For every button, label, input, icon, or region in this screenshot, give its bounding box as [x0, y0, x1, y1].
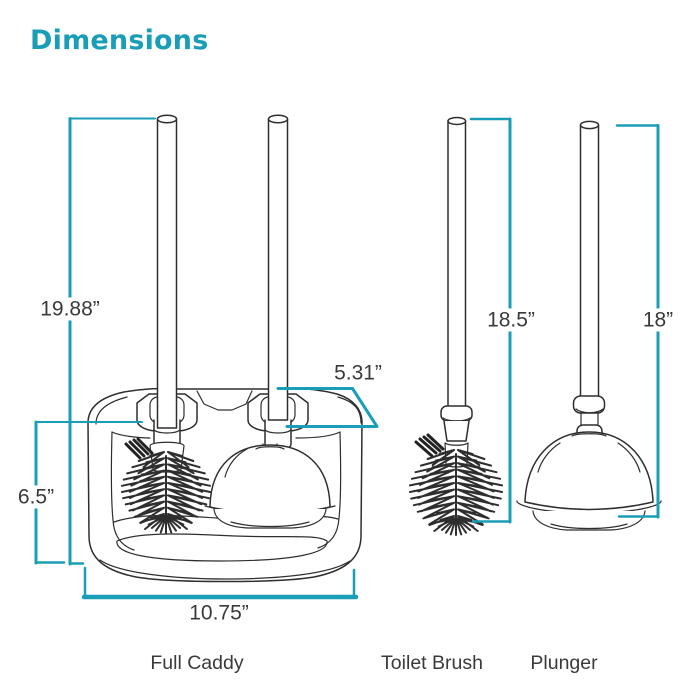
caddy-brush-head — [121, 437, 211, 534]
caddy-height-label: 19.88” — [36, 297, 104, 321]
full-caddy-drawing — [87, 114, 363, 583]
page-title: Dimensions — [30, 25, 209, 56]
plunger-drawing — [516, 120, 662, 531]
label-full-caddy: Full Caddy — [150, 652, 244, 674]
toilet-brush-height-label: 18.5” — [483, 308, 539, 332]
caddy-depth-label: 5.31” — [330, 361, 386, 385]
caddy-plunger-handle — [267, 114, 289, 421]
caddy-brush-handle — [156, 114, 178, 429]
label-toilet-brush: Toilet Brush — [381, 652, 483, 674]
caddy-width-label: 10.75” — [185, 601, 253, 625]
caddy-inner-height-label: 6.5” — [13, 485, 59, 509]
label-plunger: Plunger — [530, 652, 598, 674]
caddy-plunger-head — [204, 443, 336, 529]
toilet-brush-drawing — [409, 116, 503, 536]
plunger-height-label: 18” — [638, 308, 678, 332]
